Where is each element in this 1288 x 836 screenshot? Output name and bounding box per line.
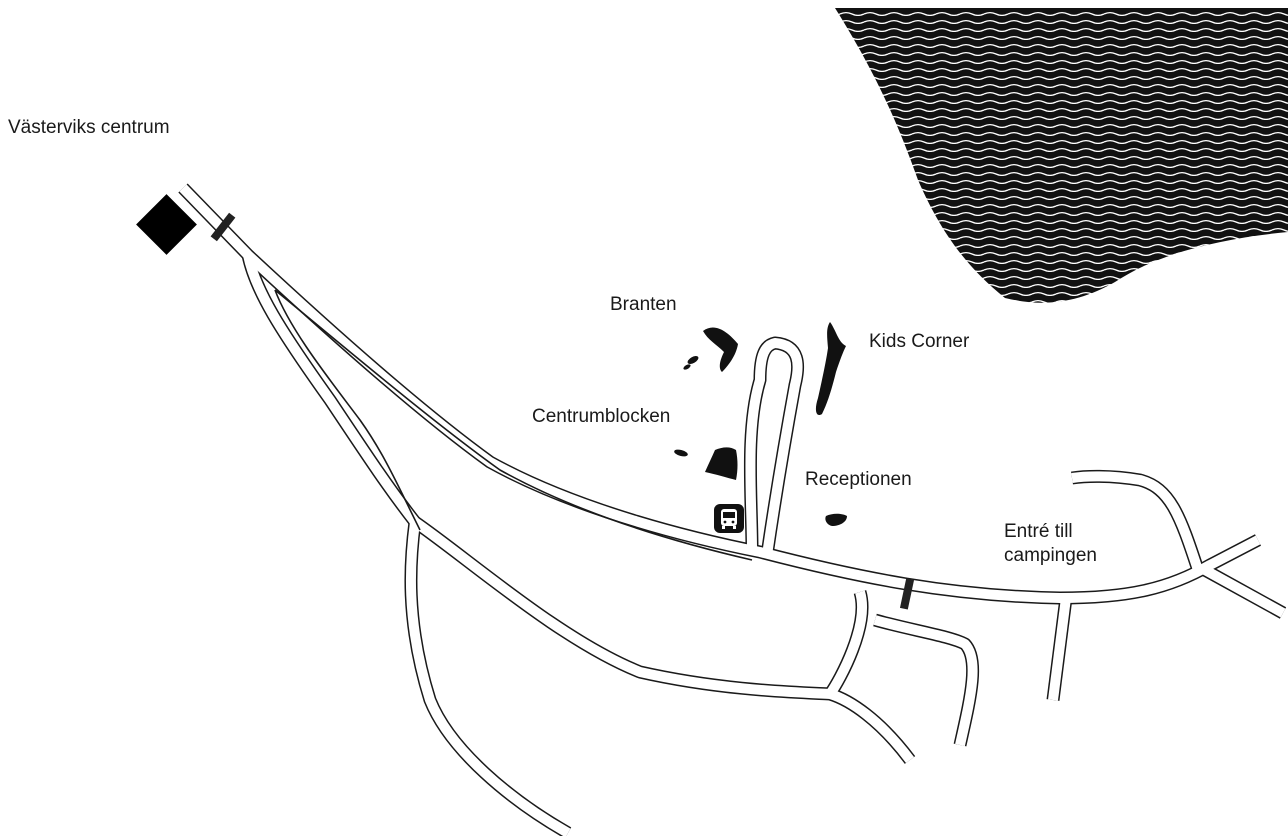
label-centrumblocken: Centrumblocken [532, 406, 671, 427]
label-branten: Branten [610, 294, 677, 315]
building-receptionen [825, 513, 847, 526]
building-centrumblocken-small [674, 449, 688, 457]
label-vastervik-centrum: Västerviks centrum [8, 117, 170, 138]
label-entre-line1: Entré till [1004, 521, 1073, 542]
water-body [835, 8, 1288, 303]
gate-bar-icon [899, 578, 915, 610]
label-receptionen: Receptionen [805, 469, 912, 490]
label-kids-corner: Kids Corner [869, 331, 970, 352]
building-kids-corner [815, 322, 846, 416]
gate-bar-icon [210, 212, 236, 242]
building-branten-small-2 [683, 364, 691, 370]
building-branten-small-1 [687, 356, 699, 364]
diamond-marker-icon [136, 194, 197, 255]
building-branten [703, 327, 738, 372]
building-centrumblocken [705, 447, 738, 480]
buildings [674, 322, 847, 526]
bus-icon [714, 504, 744, 533]
label-entre-line2: campingen [1004, 545, 1097, 566]
label-entre-campingen: Entré till campingen [1004, 520, 1097, 568]
